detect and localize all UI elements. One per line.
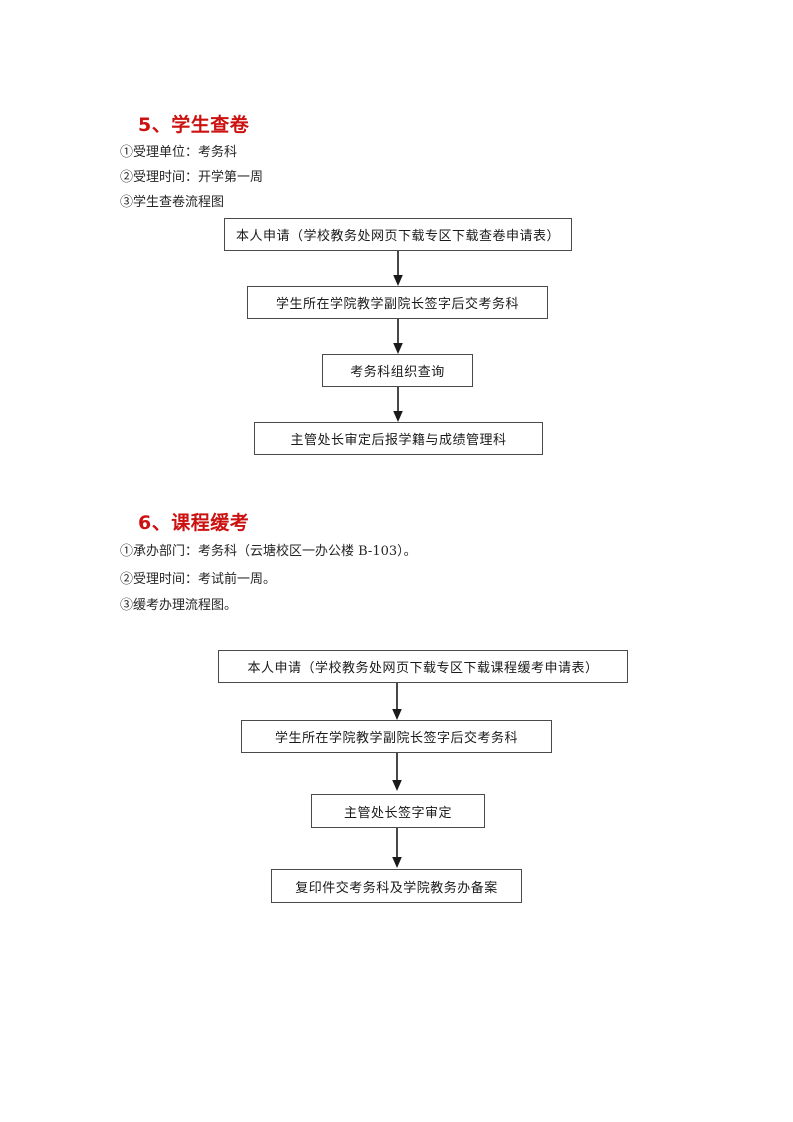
- flow1-box-4: 主管处长审定后报学籍与成绩管理科: [254, 422, 543, 455]
- flow2-arrow-1: [390, 683, 404, 720]
- section-5-line-3: ③学生查卷流程图: [120, 195, 225, 210]
- flow2-box-4: 复印件交考务科及学院教务办备案: [271, 869, 522, 903]
- flow1-arrow-1: [391, 251, 405, 286]
- section-6-line-2: ②受理时间：考试前一周。: [120, 572, 277, 587]
- flow1-arrow-2: [391, 319, 405, 354]
- flow2-box-2: 学生所在学院教学副院长签字后交考务科: [241, 720, 552, 753]
- flow1-arrow-3: [391, 387, 405, 422]
- flow1-box-1: 本人申请（学校教务处网页下载专区下载查卷申请表）: [224, 218, 572, 251]
- section-5-line-2: ②受理时间：开学第一周: [120, 170, 264, 185]
- section-5-line-1: ①受理单位：考务科: [120, 145, 238, 160]
- flow1-box-3: 考务科组织查询: [322, 354, 473, 387]
- flow2-box-3: 主管处长签字审定: [311, 794, 485, 828]
- flow1-box-2: 学生所在学院教学副院长签字后交考务科: [247, 286, 548, 319]
- section-6-line-1: ①承办部门：考务科（云塘校区一办公楼 B-103）。: [120, 544, 417, 559]
- flow2-box-1: 本人申请（学校教务处网页下载专区下载课程缓考申请表）: [218, 650, 628, 683]
- flow2-arrow-3: [390, 828, 404, 868]
- section-heading-6: 6、课程缓考: [138, 512, 250, 534]
- section-heading-5: 5、学生查卷: [138, 114, 250, 136]
- section-6-line-3: ③缓考办理流程图。: [120, 598, 238, 613]
- flow2-arrow-2: [390, 753, 404, 791]
